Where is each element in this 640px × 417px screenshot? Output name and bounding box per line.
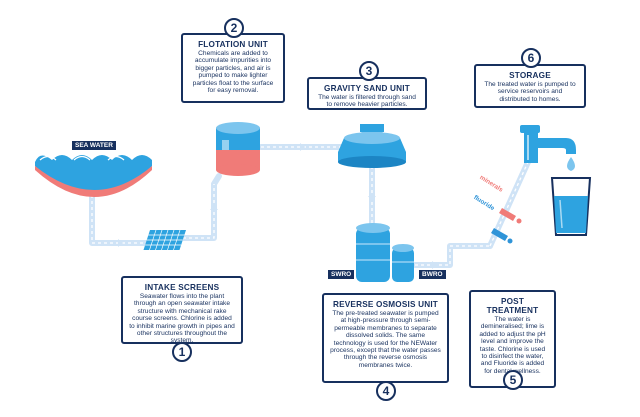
step-number-badge: 4 [376,381,396,401]
water-drop-icon [567,157,575,171]
step-number-badge: 6 [521,48,541,68]
mineral-dropper-icon [499,208,522,224]
step-card-post-treatment: POST TREATMENT The water is demineralise… [469,290,556,388]
step-card-flotation-unit: FLOTATION UNIT Chemicals are added to ac… [181,33,285,103]
step-description: The treated water is pumped to service r… [484,81,576,103]
step-title: INTAKE SCREENS [144,283,220,292]
step-description: The water is filtered through sand to re… [318,94,416,109]
step-title: FLOTATION UNIT [198,40,268,49]
step-description: Chemicals are added to accumulate impuri… [192,50,274,95]
step-number-badge: 5 [503,370,523,390]
step-card-reverse-osmosis-unit: REVERSE OSMOSIS UNIT The pre-treated sea… [322,293,449,383]
step-title: GRAVITY SAND UNIT [324,84,410,93]
step-card-storage: STORAGE The treated water is pumped to s… [474,64,586,108]
step-title: STORAGE [509,71,551,80]
swro-label: SWRO [328,270,355,279]
flotation-tank-icon [216,122,260,176]
step-card-gravity-sand-unit: GRAVITY SAND UNIT The water is filtered … [307,77,427,110]
step-number-badge: 1 [172,342,192,362]
flow-arrows [118,143,437,269]
step-title: POST TREATMENT [486,297,539,315]
ro-membrane-icon [356,223,414,282]
step-title: REVERSE OSMOSIS UNIT [333,300,438,309]
bwro-label: BWRO [419,270,446,279]
water-glass-icon [550,177,592,236]
step-description: The pre-treated seawater is pumped at hi… [330,310,441,369]
faucet-icon [520,125,576,163]
step-number-badge: 3 [359,61,379,81]
step-card-intake-screens: INTAKE SCREENS Seawater flows into the p… [121,276,243,344]
sea-water-label: SEA WATER [72,141,116,150]
sand-filter-icon [338,124,406,168]
sea-basin-icon [35,155,152,197]
fluoride-dropper-icon [491,228,513,244]
intake-screen-icon [143,230,186,250]
pipe-flow-lines [91,146,529,266]
step-number-badge: 2 [224,18,244,38]
step-description: The water is demineralised; lime is adde… [479,316,546,375]
step-description: Seawater flows into the plant through an… [129,293,235,345]
